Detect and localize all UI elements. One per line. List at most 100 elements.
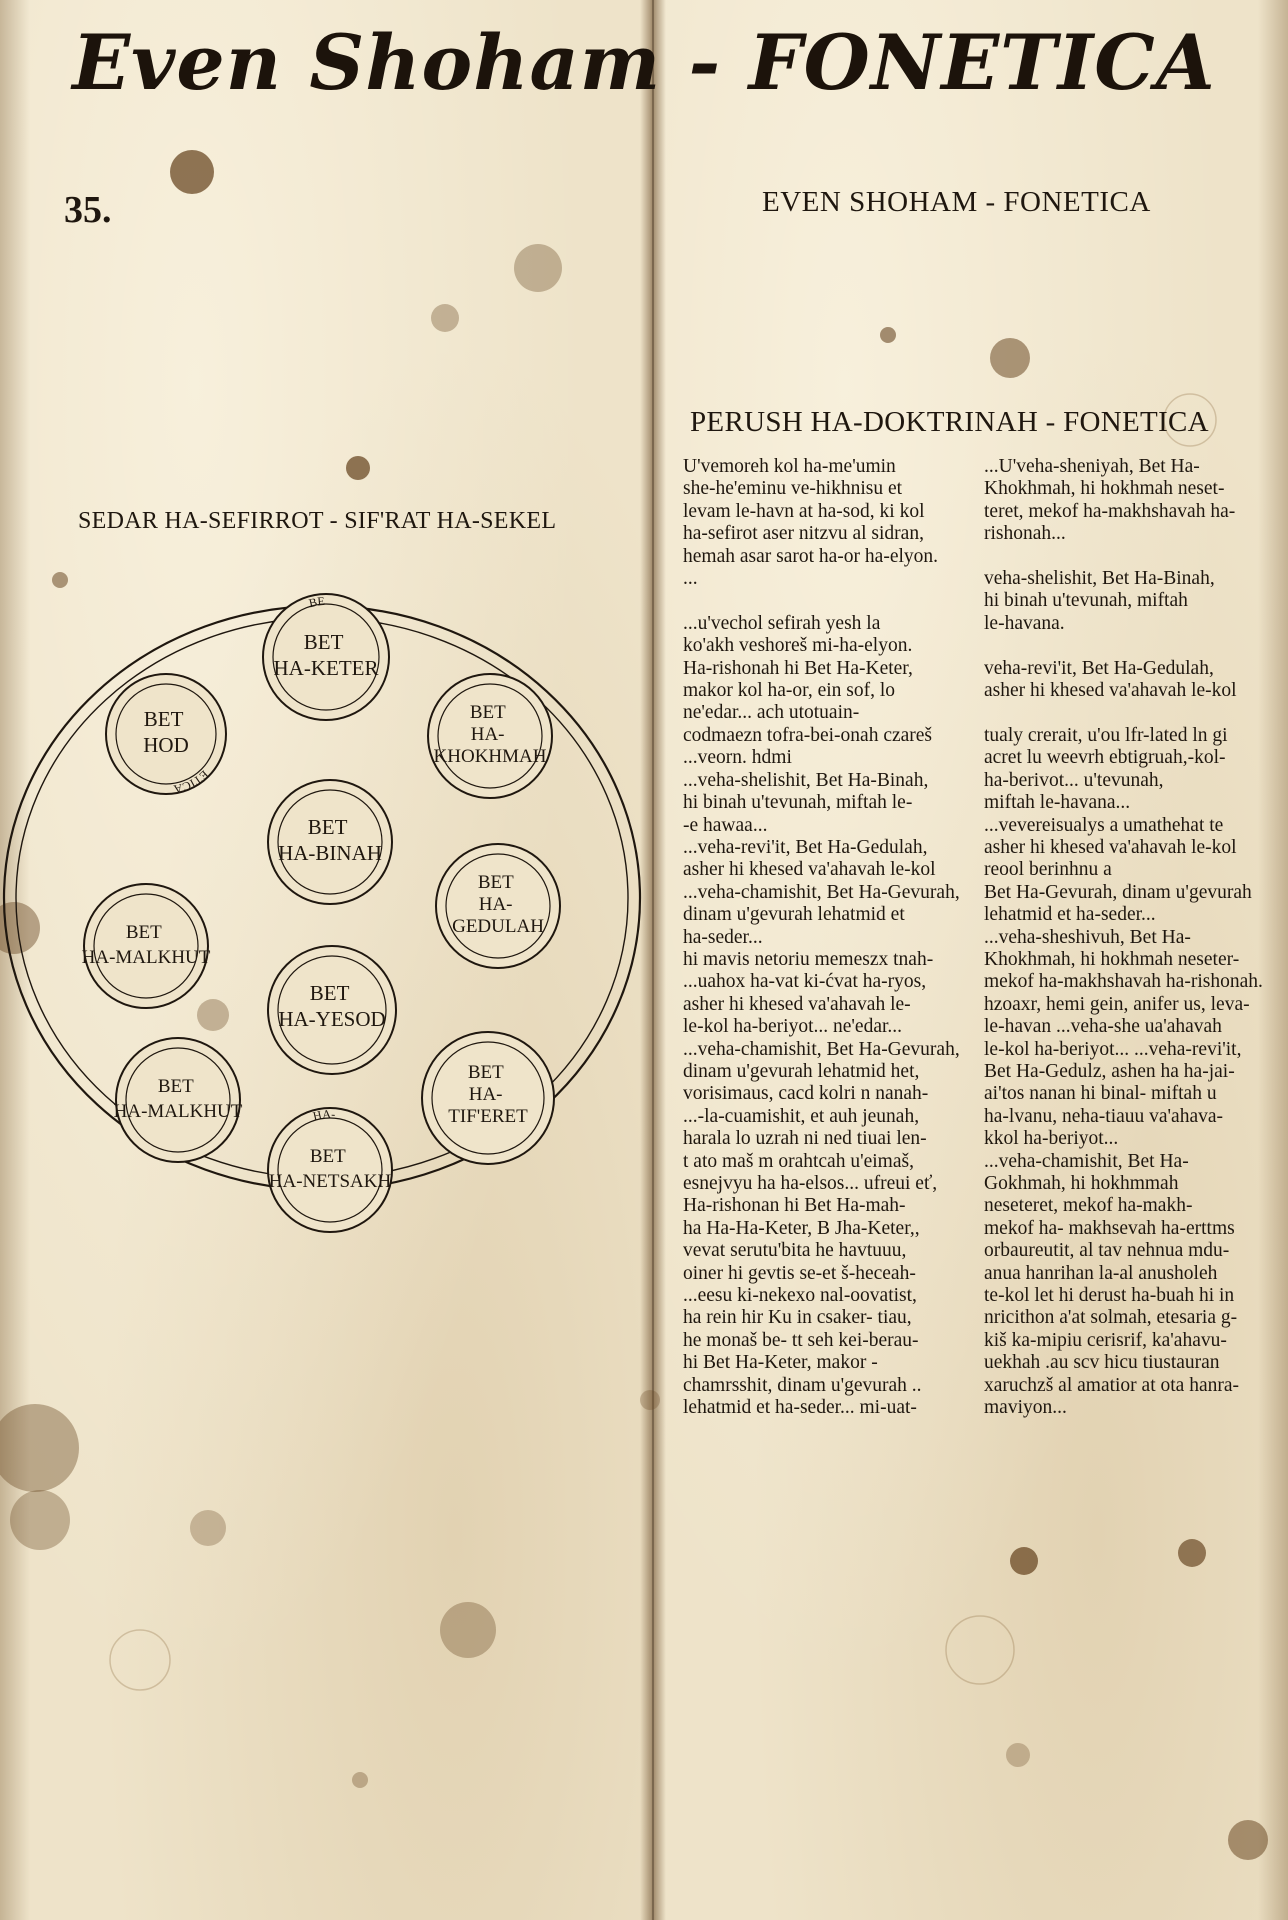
node-tiferet-line-1: BET — [468, 1062, 504, 1083]
text-line: vorisimaus, cacd kolri n nanah- — [683, 1083, 929, 1105]
text-line: ...veha-sheshivuh, Bet Ha- — [984, 926, 1191, 948]
svg-text:BET HA- GEDULAH: BET HA- GEDULAH — [452, 872, 544, 937]
text-line: ha-berivot... u'tevunah, — [984, 769, 1164, 791]
text-line: miftah le-havana... — [984, 792, 1131, 814]
text-line: asher hi khesed va'ahavah le-kol — [683, 859, 936, 881]
node-yesod-line-2: HA-YESOD — [278, 1007, 385, 1031]
text-line: tualy crerait, u'ou lfr-lated ln gi — [984, 724, 1228, 746]
node-keter-line-2: HA-KETER — [274, 656, 379, 680]
text-line: asher hi khesed va'ahavah le-kol — [984, 836, 1237, 858]
svg-text:BE: BE — [307, 594, 325, 610]
text-line: ha rein hir Ku in csaker- tiau, — [683, 1307, 912, 1329]
node-gedulah-line-2: HA- — [479, 894, 513, 915]
text-line: ...veha-chamishit, Bet Ha- — [984, 1150, 1189, 1172]
node-binah-line-2: HA-BINAH — [278, 841, 382, 865]
text-line: dinam u'gevurah lehatmid het, — [683, 1060, 920, 1082]
text-line: hi Bet Ha-Keter, makor - — [683, 1352, 878, 1374]
commentary-heading: PERUSH HA-DOKTRINAH - FONETICA — [690, 406, 1209, 438]
text-line: ...veha-chamishit, Bet Ha-Gevurah, — [683, 881, 960, 903]
text-line: hi binah u'tevunah, miftah le- — [683, 792, 913, 814]
text-line: ha-seder... — [683, 926, 763, 948]
text-line: te-kol let hi derust ha-buah hi in — [984, 1285, 1235, 1307]
text-line: Ha-rishonan hi Bet Ha-mah- — [683, 1195, 906, 1217]
text-line: ...uahox ha-vat ki-ćvat ha-ryos, — [683, 971, 927, 993]
node-khokhmah-line-3: KHOKHMAH — [434, 746, 547, 767]
left-edge-shade — [0, 0, 30, 1920]
text-line: le-havan ...veha-she ua'ahavah — [984, 1016, 1222, 1038]
node-malkhut-lower: BET HA-MALKHUT — [114, 1037, 243, 1163]
svg-text:BET HA- KHOKHMAH: BET HA- KHOKHMAH — [434, 702, 547, 767]
text-line: xaruchzš al amatior at ota hanra- — [984, 1374, 1239, 1396]
text-line: ...U'veha-sheniyah, Bet Ha- — [984, 456, 1200, 477]
node-khokhmah-line-2: HA- — [471, 724, 505, 745]
text-line: mekof ha-makhshavah ha-rishonah. — [984, 971, 1263, 993]
svg-text:BET HOD: BET HOD — [143, 707, 189, 757]
text-line: rishonah... — [984, 523, 1066, 545]
svg-text:BET HA- TIF'ERET: BET HA- TIF'ERET — [448, 1062, 528, 1127]
node-malkhut-upper-line-2: HA-MALKHUT — [82, 947, 211, 968]
svg-text:BET HA-MALKHUT: BET HA-MALKHUT — [82, 922, 211, 968]
page-number: 35. — [64, 189, 112, 231]
text-line: reool berinhnu a — [984, 859, 1112, 881]
text-line: esnejvyu ha ha-elsos... ufreui eť, — [683, 1173, 938, 1194]
svg-text:HA-: HA- — [311, 1107, 335, 1123]
text-line: maviyon... — [984, 1397, 1067, 1419]
node-malkhut-upper: BET HA-MALKHUT — [82, 883, 211, 1009]
text-line: hzoaxr, hemi gein, anifer us, leva- — [984, 993, 1250, 1015]
node-khokhmah: BET HA- KHOKHMAH — [427, 673, 553, 799]
text-line: ko'akh veshoreš mi-ha-elyon. — [683, 635, 913, 657]
text-line: ...eesu ki-nekexo nal-oovatist, — [683, 1285, 917, 1307]
text-line: levam le-havn at ha-sod, ki kol — [683, 500, 925, 522]
node-tiferet-line-3: TIF'ERET — [448, 1106, 528, 1127]
text-line: chamrsshit, dinam u'gevurah .. — [683, 1374, 922, 1396]
node-hod-line-2: HOD — [143, 733, 189, 757]
node-hod-line-1: BET — [144, 707, 184, 731]
node-hod: ETICA BET HOD — [105, 673, 227, 797]
text-line: ...veha-revi'it, Bet Ha-Gedulah, — [683, 836, 928, 858]
text-line: nricithon a'at solmah, etesaria g- — [984, 1307, 1238, 1329]
text-line: acret lu weevrh ebtigruah,-kol- — [984, 747, 1226, 769]
svg-text:BET HA-NETSAKH: BET HA-NETSAKH — [269, 1146, 392, 1192]
right-page — [654, 0, 1288, 1920]
node-gedulah: BET HA- GEDULAH — [435, 843, 561, 969]
svg-text:BET HA-KETER: BET HA-KETER — [274, 630, 379, 680]
running-head: EVEN SHOHAM - FONETICA — [762, 186, 1151, 218]
node-gedulah-line-3: GEDULAH — [452, 916, 544, 937]
text-line: asher hi khesed va'ahavah le-kol — [984, 680, 1237, 702]
text-line: lehatmid et ha-seder... — [984, 904, 1156, 926]
text-line: ne'edar... ach utotuain- — [683, 702, 860, 724]
text-line: U'vemoreh kol ha-me'umin — [683, 456, 896, 477]
text-line: veha-revi'it, Bet Ha-Gedulah, — [984, 657, 1214, 679]
text-line: ... — [683, 568, 698, 590]
text-line: orbaureutit, al tav nehnua mdu- — [984, 1240, 1230, 1262]
node-netsakh-ring-text: HA- — [311, 1107, 335, 1123]
node-tiferet-line-2: HA- — [469, 1084, 503, 1105]
text-line: neseteret, mekof ha-makh- — [984, 1195, 1193, 1217]
text-line: hemah asar sarot ha-or ha-elyon. — [683, 545, 939, 567]
text-line: Ha-rishonah hi Bet Ha-Keter, — [683, 657, 913, 679]
text-line: veha-shelishit, Bet Ha-Binah, — [984, 568, 1215, 590]
text-line: uekhah .au scv hicu tiustauran — [984, 1352, 1220, 1374]
text-line: Khokhmah, hi hokhmah neset- — [984, 478, 1225, 500]
text-line — [984, 702, 1274, 724]
node-malkhut-lower-line-1: BET — [158, 1076, 194, 1097]
node-netsakh-line-1: BET — [310, 1146, 346, 1167]
text-line: le-kol ha-beriyot... ne'edar... — [683, 1016, 903, 1038]
svg-text:BET HA-BINAH: BET HA-BINAH — [278, 815, 382, 865]
text-line: t ato maš m orahtcah u'eimaš, — [683, 1150, 914, 1172]
text-line: ha-sefirot aser nitzvu al sidran, — [683, 523, 924, 545]
text-line: dinam u'gevurah lehatmid et — [683, 904, 905, 926]
text-line: hi binah u'tevunah, miftah — [984, 590, 1188, 612]
node-malkhut-lower-line-2: HA-MALKHUT — [114, 1101, 243, 1122]
node-tiferet: BET HA- TIF'ERET — [421, 1031, 555, 1165]
node-binah-line-1: BET — [308, 815, 348, 839]
node-keter-ring-text: BE — [307, 594, 325, 610]
node-yesod: BET HA-YESOD — [267, 945, 397, 1075]
text-line: harala lo uzrah ni ned tiuai len- — [683, 1128, 927, 1150]
text-line: Gokhmah, hi hokhmmah — [984, 1173, 1179, 1194]
text-line: ...vevereisualys a umathehat te — [984, 814, 1224, 836]
svg-text:BET HA-MALKHUT: BET HA-MALKHUT — [114, 1076, 243, 1122]
book-spine — [640, 0, 666, 1920]
node-keter: BE BET HA-KETER — [262, 593, 390, 721]
